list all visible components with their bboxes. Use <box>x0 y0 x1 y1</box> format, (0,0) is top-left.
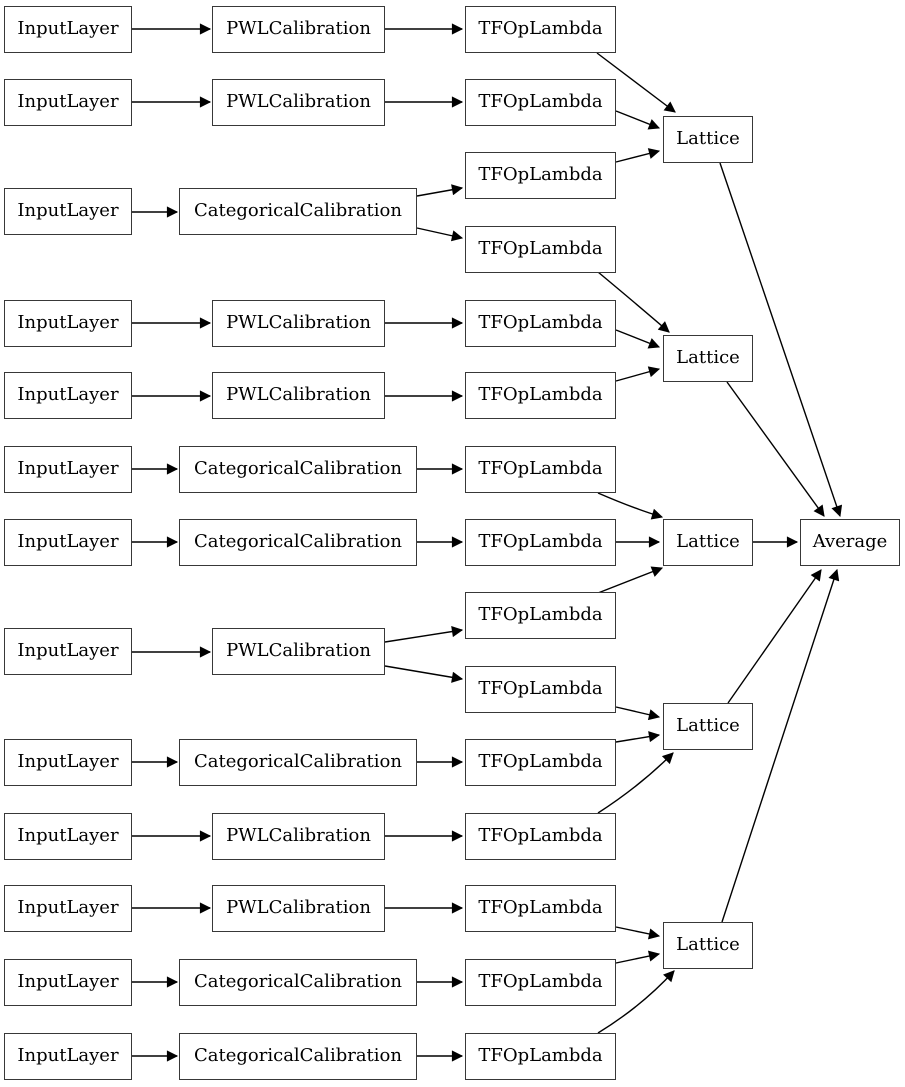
node-pwlcalibration: PWLCalibration <box>212 6 385 53</box>
node-inputlayer: InputLayer <box>4 79 132 126</box>
node-tfoplambda: TFOpLambda <box>465 1033 616 1080</box>
edge-tfop_12-lattice_4 <box>615 926 661 940</box>
node-tfoplambda: TFOpLambda <box>465 152 616 199</box>
node-average: Average <box>800 519 900 566</box>
node-inputlayer: InputLayer <box>4 1033 132 1080</box>
node-tfoplambda: TFOpLambda <box>465 885 616 932</box>
node-lattice: Lattice <box>663 922 753 969</box>
edge-lattice_3-average <box>727 569 822 704</box>
edge-cat_0-tfop_3 <box>416 227 464 242</box>
node-categoricalcalibration: CategoricalCalibration <box>179 188 417 235</box>
node-categoricalcalibration: CategoricalCalibration <box>179 959 417 1006</box>
node-tfoplambda: TFOpLambda <box>465 959 616 1006</box>
node-tfoplambda: TFOpLambda <box>465 446 616 493</box>
edge-cat_0-tfop_2 <box>416 184 464 197</box>
node-tfoplambda: TFOpLambda <box>465 739 616 786</box>
node-pwlcalibration: PWLCalibration <box>212 813 385 860</box>
node-inputlayer: InputLayer <box>4 446 132 493</box>
node-lattice: Lattice <box>663 703 753 750</box>
node-categoricalcalibration: CategoricalCalibration <box>179 446 417 493</box>
edge-lattice_4-average <box>721 568 840 923</box>
edge-tfop_2-lattice_0 <box>615 148 661 163</box>
node-pwlcalibration: PWLCalibration <box>212 885 385 932</box>
node-categoricalcalibration: CategoricalCalibration <box>179 519 417 566</box>
edge-tfop_10-lattice_3 <box>615 731 661 743</box>
node-tfoplambda: TFOpLambda <box>465 592 616 639</box>
node-inputlayer: InputLayer <box>4 372 132 419</box>
node-inputlayer: InputLayer <box>4 628 132 675</box>
node-tfoplambda: TFOpLambda <box>465 519 616 566</box>
edge-tfop_3-lattice_1 <box>597 271 670 333</box>
node-tfoplambda: TFOpLambda <box>465 300 616 347</box>
node-inputlayer: InputLayer <box>4 188 132 235</box>
node-inputlayer: InputLayer <box>4 739 132 786</box>
edge-tfop_6-lattice_2 <box>597 492 664 520</box>
node-lattice: Lattice <box>663 335 753 382</box>
edge-tfop_14-lattice_4 <box>597 970 675 1034</box>
node-tfoplambda: TFOpLambda <box>465 372 616 419</box>
node-tfoplambda: TFOpLambda <box>465 666 616 713</box>
node-inputlayer: InputLayer <box>4 813 132 860</box>
node-tfoplambda: TFOpLambda <box>465 6 616 53</box>
node-tfoplambda: TFOpLambda <box>465 226 616 273</box>
node-inputlayer: InputLayer <box>4 519 132 566</box>
edge-tfop_9-lattice_3 <box>615 706 661 721</box>
node-categoricalcalibration: CategoricalCalibration <box>179 1033 417 1080</box>
node-tfoplambda: TFOpLambda <box>465 79 616 126</box>
node-lattice: Lattice <box>663 519 753 566</box>
edge-pwl_4-tfop_9 <box>384 665 464 683</box>
node-lattice: Lattice <box>663 116 753 163</box>
node-categoricalcalibration: CategoricalCalibration <box>179 739 417 786</box>
edge-tfop_4-lattice_1 <box>615 329 661 349</box>
edge-tfop_1-lattice_0 <box>615 110 661 130</box>
edge-tfop_5-lattice_1 <box>615 366 661 382</box>
node-inputlayer: InputLayer <box>4 959 132 1006</box>
edge-lattice_1-average <box>726 381 825 517</box>
edge-tfop_8-lattice_2 <box>597 566 664 594</box>
edge-lattice_0-average <box>719 162 843 518</box>
node-pwlcalibration: PWLCalibration <box>212 628 385 675</box>
node-pwlcalibration: PWLCalibration <box>212 79 385 126</box>
edge-tfop_11-lattice_3 <box>597 752 674 814</box>
node-inputlayer: InputLayer <box>4 885 132 932</box>
edge-tfop_13-lattice_4 <box>615 950 661 964</box>
node-tfoplambda: TFOpLambda <box>465 813 616 860</box>
node-inputlayer: InputLayer <box>4 300 132 347</box>
node-pwlcalibration: PWLCalibration <box>212 372 385 419</box>
edge-tfop_0-lattice_0 <box>596 52 676 113</box>
node-pwlcalibration: PWLCalibration <box>212 300 385 347</box>
edge-pwl_4-tfop_8 <box>384 626 464 643</box>
node-inputlayer: InputLayer <box>4 6 132 53</box>
